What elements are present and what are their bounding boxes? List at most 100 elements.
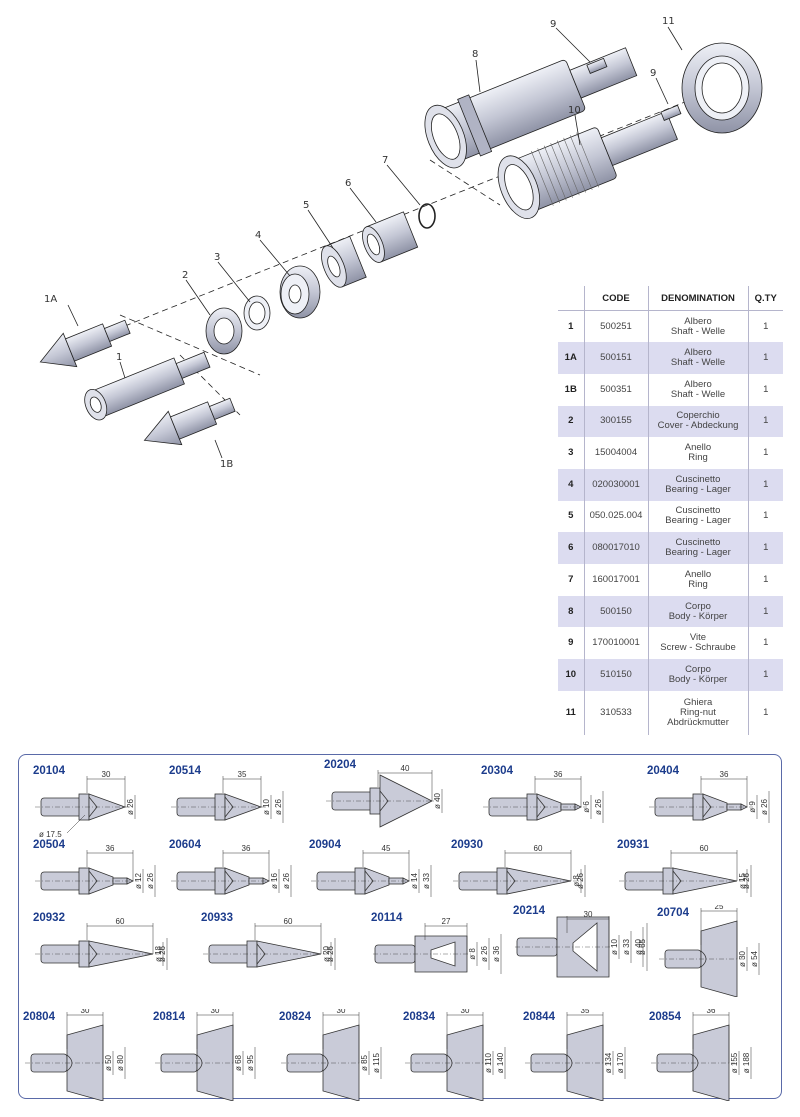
denomination-line: Albero xyxy=(684,315,712,327)
tip-diameter-label: ø 33 xyxy=(422,872,431,889)
tip-diameter-label: ø 9 xyxy=(748,801,757,813)
cell-code: 080017010 xyxy=(583,532,648,564)
cell-quantity: 1 xyxy=(747,373,783,406)
tip-diameter-label: ø 140 xyxy=(496,1052,505,1073)
tip-diameter-label: ø 85 xyxy=(360,1054,369,1071)
tip-diameter-label: ø 10 xyxy=(610,938,619,955)
tip-diameter-label: ø 26 xyxy=(146,872,155,889)
tip-diameter-label: ø 26 xyxy=(576,872,585,889)
cell-code: 050.025.004 xyxy=(583,500,648,533)
exploded-assembly-drawing: 1 1A 1B 2 3 4 5 6 7 8 9 9 10 11 xyxy=(39,16,763,470)
denomination-line: Abdrückmutter xyxy=(667,716,729,728)
tip-drawing: 60ø 18ø 26 xyxy=(35,917,168,970)
tip-code: 20704 xyxy=(657,907,689,919)
tip-diameter-label: ø 50 xyxy=(104,1054,113,1071)
tip-length-label: 36 xyxy=(106,844,115,853)
cell-code: 500151 xyxy=(583,342,648,374)
tip-length-label: 30 xyxy=(211,1009,220,1015)
tip-length-label: 40 xyxy=(401,764,410,773)
tip-diameter-label: ø 20 xyxy=(322,945,331,962)
tip-diameter-label: ø 30 xyxy=(738,950,747,967)
denomination-line: Ring xyxy=(688,578,708,590)
cell-quantity: 1 xyxy=(747,437,783,469)
tip-code: 20854 xyxy=(649,1011,681,1023)
cell-position: 4 xyxy=(558,468,584,501)
header-pos xyxy=(558,286,584,311)
tip-length-label: 35 xyxy=(238,770,247,779)
tip-length-label: 36 xyxy=(707,1009,716,1015)
tip-length-label: 60 xyxy=(700,844,709,853)
cell-position: 5 xyxy=(558,500,584,533)
denomination-line: Coperchio xyxy=(676,410,720,422)
tip-length-label: 30 xyxy=(102,770,111,779)
callout-11: 11 xyxy=(662,16,675,27)
cell-quantity: 1 xyxy=(747,468,783,501)
tip-diameter-label: ø 54 xyxy=(750,950,759,967)
cell-position: 3 xyxy=(558,437,584,469)
denomination-line: Ring-nut xyxy=(680,706,716,718)
denomination-line: Body - Körper xyxy=(668,610,728,622)
part-1a-tip xyxy=(39,319,131,368)
tip-length-label: 36 xyxy=(720,770,729,779)
tip-diameter-label: ø 26 xyxy=(274,798,283,815)
tip-code: 20824 xyxy=(279,1011,311,1023)
tip-length-label: 36 xyxy=(242,844,251,853)
tip-code: 20214 xyxy=(513,905,545,917)
tip-code: 20930 xyxy=(451,839,483,851)
denomination-line: Corpo xyxy=(685,600,711,612)
cell-position: 7 xyxy=(558,564,584,596)
tip-code: 20404 xyxy=(647,765,679,777)
tip-length-label: 30 xyxy=(337,1009,346,1015)
cell-quantity: 1 xyxy=(747,500,783,533)
cell-position: 6 xyxy=(558,532,584,564)
denomination-line: Shaft - Welle xyxy=(670,388,726,400)
tip-length-label: 60 xyxy=(116,917,125,926)
part-11-ring-nut xyxy=(681,42,763,134)
tip-length-label: 30 xyxy=(584,910,593,919)
part-8-body xyxy=(424,47,638,169)
callout-1: 1 xyxy=(116,352,122,363)
cell-quantity: 1 xyxy=(747,342,783,374)
callout-1a: 1A xyxy=(44,294,57,305)
part-4-ball-bearing xyxy=(279,265,321,319)
part-7-snap-ring xyxy=(418,203,436,229)
tip-diameter-label: ø 26 xyxy=(480,945,489,962)
cell-position: 1 xyxy=(558,310,584,343)
cell-position: 8 xyxy=(558,595,584,628)
cell-code: 020030001 xyxy=(583,468,648,501)
